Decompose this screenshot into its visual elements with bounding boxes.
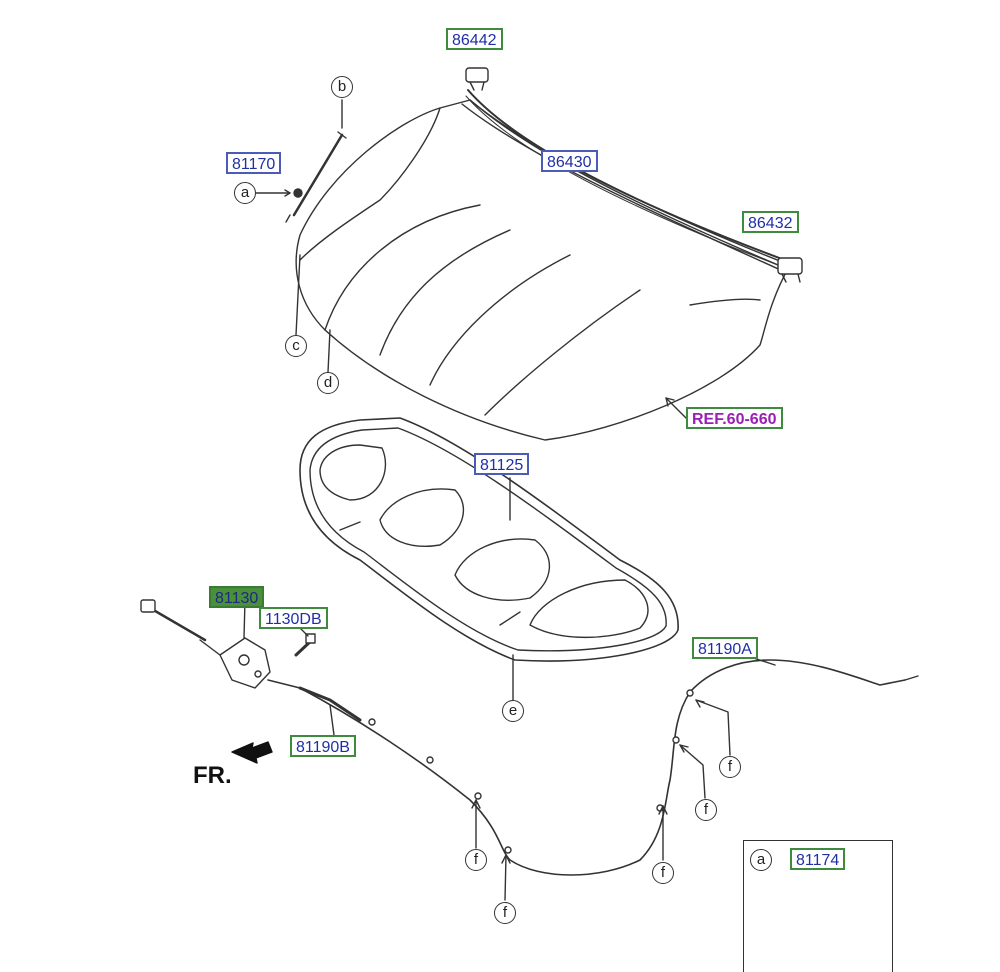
part-label-81170[interactable]: 81170 <box>226 152 282 174</box>
callout-f-1: f <box>719 756 741 778</box>
hood-latch <box>140 599 271 689</box>
part-label-1130db[interactable]: 1130DB <box>259 607 328 629</box>
hood-stay <box>285 131 347 223</box>
callout-b: b <box>331 76 353 98</box>
bolt-1130db <box>294 627 316 657</box>
callout-a: a <box>234 182 256 204</box>
part-label-81190b[interactable]: 81190B <box>290 735 356 757</box>
part-label-86432[interactable]: 86432 <box>742 211 799 233</box>
part-label-81125[interactable]: 81125 <box>474 453 530 475</box>
part-label-81130[interactable]: 81130 <box>209 586 265 608</box>
detail-inset: a 81174 <box>743 840 893 972</box>
part-label-81190a[interactable]: 81190A <box>692 637 758 659</box>
part-label-86442[interactable]: 86442 <box>446 28 503 50</box>
hood-panel <box>295 99 791 441</box>
release-cable <box>267 659 919 876</box>
ref-label[interactable]: REF.60-660 <box>686 407 783 429</box>
callout-f-2: f <box>695 799 717 821</box>
inset-callout-a: a <box>750 849 772 871</box>
part-label-86430[interactable]: 86430 <box>541 150 598 172</box>
callout-f-4: f <box>652 862 674 884</box>
bumper-86442 <box>465 67 489 91</box>
callout-f-3: f <box>465 849 487 871</box>
hood-insulator <box>299 417 679 662</box>
weatherstrip <box>467 89 791 263</box>
callout-e: e <box>502 700 524 722</box>
part-label-81174[interactable]: 81174 <box>790 848 846 870</box>
front-marker: FR. <box>193 762 232 789</box>
callout-c: c <box>285 335 307 357</box>
bumper-86432 <box>777 257 803 283</box>
front-arrow <box>231 741 273 764</box>
callout-f-5: f <box>494 902 516 924</box>
callout-d: d <box>317 372 339 394</box>
